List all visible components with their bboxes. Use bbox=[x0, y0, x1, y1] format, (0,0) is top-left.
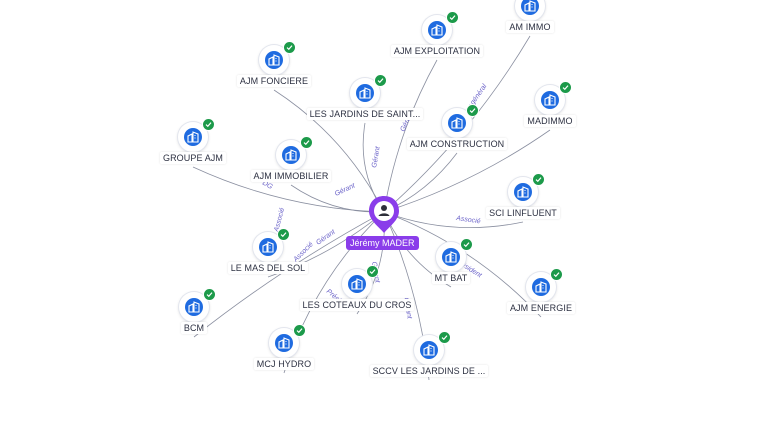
center-person-node[interactable] bbox=[367, 195, 401, 233]
company-label: LES JARDINS DE SAINT... bbox=[295, 108, 435, 120]
person-pin-icon bbox=[369, 196, 399, 233]
verified-check-icon bbox=[277, 228, 290, 241]
company-avatar bbox=[253, 232, 283, 262]
company-label: AJM IMMOBILIER bbox=[221, 170, 361, 182]
company-label: SCCV LES JARDINS DE ... bbox=[359, 365, 499, 377]
building-icon bbox=[265, 51, 283, 69]
company-node-bcm[interactable]: BCM bbox=[124, 288, 264, 367]
verified-check-icon bbox=[532, 173, 545, 186]
company-label: AJM CONSTRUCTION bbox=[387, 138, 527, 150]
company-avatar bbox=[515, 0, 545, 21]
verified-check-icon bbox=[466, 104, 479, 117]
center-person-label: Jérémy MADER bbox=[346, 236, 419, 250]
building-icon bbox=[442, 248, 460, 266]
company-avatar bbox=[259, 45, 289, 75]
verified-check-icon bbox=[446, 11, 459, 24]
company-node-les-coteaux-du-cros[interactable]: LES COTEAUX DU CROS bbox=[287, 265, 427, 344]
company-avatar bbox=[269, 328, 299, 358]
edge-role-label: DG bbox=[261, 180, 274, 192]
company-label: AJM ENERGIE bbox=[471, 302, 611, 314]
company-avatar bbox=[535, 85, 565, 115]
company-label: MCJ HYDRO bbox=[214, 358, 354, 370]
verified-check-icon bbox=[203, 288, 216, 301]
building-icon bbox=[532, 278, 550, 296]
edge-role-label: Associé bbox=[455, 215, 481, 225]
building-icon bbox=[448, 114, 466, 132]
company-node-sccv-les-jardins[interactable]: SCCV LES JARDINS DE ... bbox=[359, 331, 499, 410]
building-icon bbox=[282, 146, 300, 164]
verified-check-icon bbox=[283, 41, 296, 54]
verified-check-icon bbox=[374, 74, 387, 87]
company-label: AJM FONCIERE bbox=[204, 75, 344, 87]
company-label: MT BAT bbox=[381, 272, 521, 284]
building-icon bbox=[514, 183, 532, 201]
relation-edge bbox=[192, 166, 385, 213]
company-avatar bbox=[508, 177, 538, 207]
company-node-ajm-energie[interactable]: AJM ENERGIE bbox=[471, 268, 611, 347]
verified-check-icon bbox=[293, 324, 306, 337]
relation-edge bbox=[383, 129, 551, 213]
company-label: BCM bbox=[124, 322, 264, 334]
verified-check-icon bbox=[366, 265, 379, 278]
company-label: AM IMMO bbox=[460, 21, 600, 33]
building-icon bbox=[428, 21, 446, 39]
verified-check-icon bbox=[300, 136, 313, 149]
company-node-ajm-construction[interactable]: AJM CONSTRUCTION bbox=[387, 104, 527, 183]
verified-check-icon bbox=[438, 331, 451, 344]
company-label: AJM EXPLOITATION bbox=[367, 45, 507, 57]
verified-check-icon bbox=[550, 268, 563, 281]
company-label: LE MAS DEL SOL bbox=[198, 262, 338, 274]
company-label: GROUPE AJM bbox=[123, 152, 263, 164]
edge-role-label: Gérant bbox=[315, 228, 337, 247]
company-node-sci-linfluent[interactable]: SCI LINFLUENT bbox=[453, 173, 593, 252]
company-node-madimmo[interactable]: MADIMMO bbox=[480, 81, 620, 160]
company-label: LES COTEAUX DU CROS bbox=[287, 299, 427, 311]
verified-check-icon bbox=[460, 238, 473, 251]
company-node-le-mas-del-sol[interactable]: LE MAS DEL SOL bbox=[198, 228, 338, 307]
building-icon bbox=[184, 128, 202, 146]
relation-edge bbox=[383, 211, 524, 228]
verified-check-icon bbox=[559, 81, 572, 94]
company-node-groupe-ajm[interactable]: GROUPE AJM bbox=[123, 118, 263, 197]
company-node-mcj-hydro[interactable]: MCJ HYDRO bbox=[214, 324, 354, 403]
company-node-les-jardins-saint[interactable]: LES JARDINS DE SAINT... bbox=[295, 74, 435, 153]
building-icon bbox=[348, 275, 366, 293]
relation-edge bbox=[383, 211, 542, 318]
company-avatar bbox=[414, 335, 444, 365]
building-icon bbox=[259, 238, 277, 256]
company-label: MADIMMO bbox=[480, 115, 620, 127]
edge-role-label: Gérant bbox=[371, 145, 382, 168]
building-icon bbox=[420, 341, 438, 359]
company-node-ajm-immobilier[interactable]: AJM IMMOBILIER bbox=[221, 136, 361, 215]
verified-check-icon bbox=[202, 118, 215, 131]
company-node-mt-bat[interactable]: MT BAT bbox=[381, 238, 521, 317]
building-icon bbox=[356, 84, 374, 102]
company-node-ajm-fonciere[interactable]: AJM FONCIERE bbox=[204, 41, 344, 120]
relation-edge bbox=[383, 59, 438, 213]
building-icon bbox=[541, 91, 559, 109]
company-node-am-immo[interactable]: AM IMMO bbox=[460, 0, 600, 66]
company-avatar bbox=[178, 122, 208, 152]
building-icon bbox=[275, 334, 293, 352]
company-node-ajm-exploitation[interactable]: AJM EXPLOITATION bbox=[367, 11, 507, 90]
building-icon bbox=[521, 0, 539, 15]
company-label: SCI LINFLUENT bbox=[453, 207, 593, 219]
building-icon bbox=[185, 298, 203, 316]
